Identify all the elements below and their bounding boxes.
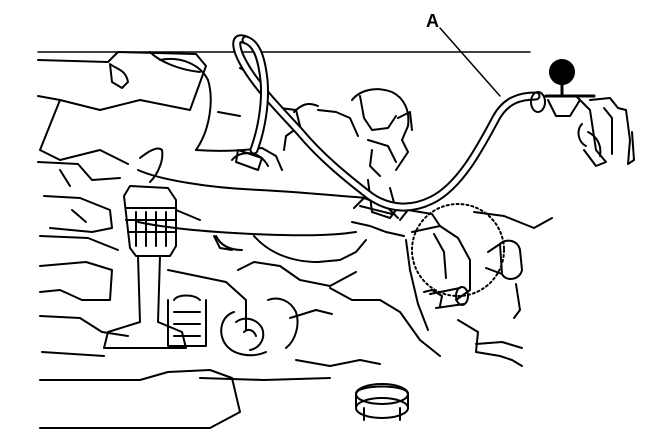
engine-block: [37, 51, 241, 429]
fuel-regulator: [103, 147, 187, 349]
vacuum-hose: [232, 34, 546, 212]
reservoir-cap: [355, 383, 409, 421]
hose-stub: [429, 286, 469, 309]
callout-label-a: A: [426, 11, 439, 31]
vacuum-pump-icon: [544, 59, 635, 167]
lower-manifold: [167, 235, 367, 357]
circular-component: [399, 203, 553, 331]
lower-right-housing: [199, 287, 523, 381]
intake-duct: [137, 169, 369, 251]
callout-leader-a: [439, 27, 501, 97]
right-bracket: [351, 88, 413, 177]
